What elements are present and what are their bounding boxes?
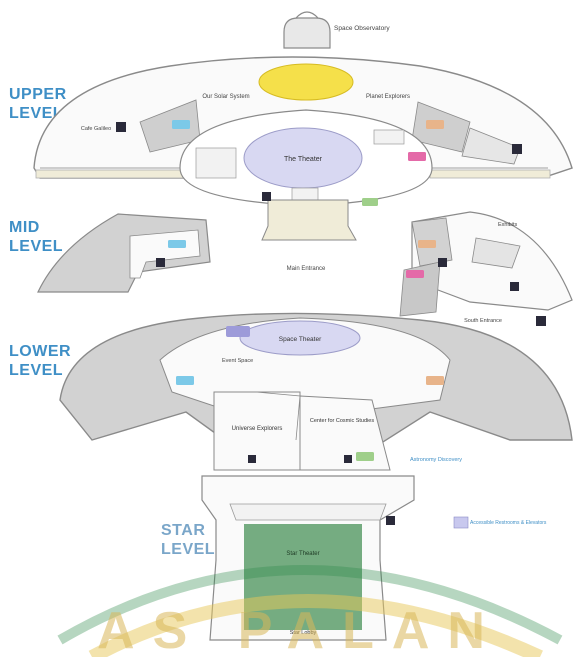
lower-level-word2: LEVEL <box>9 362 64 379</box>
our-solar-system-label: Our Solar System <box>202 94 249 100</box>
astronomy-discovery-label: Astronomy Discovery <box>410 457 462 463</box>
elevator-icon <box>248 455 256 463</box>
upper-level-word2: LEVEL <box>9 105 64 122</box>
lower-level-plan: Space Theater Event Space Universe Explo… <box>59 312 573 471</box>
elevator-icon <box>116 122 126 132</box>
lower-level-label: LOWER LEVEL <box>9 342 71 380</box>
upper-feature-highlight <box>258 63 354 101</box>
exhibits-label: Exhibits <box>498 222 518 228</box>
upper-level-plan: Space Observatory The Theater Main <box>33 11 573 272</box>
legend-note: Accessible Restrooms & Elevators <box>470 520 547 526</box>
upper-level-label: UPPER LEVEL <box>9 85 67 123</box>
main-entrance-stairs <box>261 199 357 241</box>
observatory-dome <box>283 17 331 49</box>
star-level-word1: STAR <box>161 522 206 539</box>
event-space-label: Event Space <box>222 358 253 364</box>
star-level-label: STAR LEVEL <box>161 521 215 559</box>
star-level-word2: LEVEL <box>161 541 216 558</box>
main-entrance-label: Main Entrance <box>287 266 326 272</box>
mid-level-plan: Exhibits South Entrance <box>37 211 573 326</box>
elevator-icon <box>512 144 522 154</box>
elevator-icon <box>438 258 447 267</box>
lower-level-word1: LOWER <box>9 343 72 360</box>
the-theater-label: The Theater <box>284 156 323 163</box>
elevator-icon <box>510 282 519 291</box>
elevator-icon <box>386 516 395 525</box>
upper-level-word1: UPPER <box>9 86 67 103</box>
universe-explorers-label: Universe Explorers <box>232 426 283 432</box>
cosmic-studies-label: Center for Cosmic Studies <box>310 418 374 424</box>
planet-explorers-label: Planet Explorers <box>366 94 410 100</box>
watermark-text: AS PALAN <box>97 602 503 657</box>
south-entrance-label: South Entrance <box>464 318 502 324</box>
elevator-icon <box>156 258 165 267</box>
watermark: AS PALAN <box>57 565 563 657</box>
mid-level-label: MID LEVEL <box>9 218 63 256</box>
star-lobby-label: Star Lobby <box>290 630 317 636</box>
space-theater-dome <box>239 320 361 356</box>
space-observatory-label: Space Observatory <box>334 25 390 32</box>
mid-level-word2: LEVEL <box>9 238 64 255</box>
elevator-icon <box>536 316 546 326</box>
elevator-icon <box>344 455 352 463</box>
elevator-icon <box>262 192 271 201</box>
cafe-galileo-label: Cafe Galileo <box>81 126 111 132</box>
star-theater-label: Star Theater <box>286 551 319 557</box>
mid-level-word1: MID <box>9 219 40 236</box>
space-theater-label: Space Theater <box>279 336 322 343</box>
